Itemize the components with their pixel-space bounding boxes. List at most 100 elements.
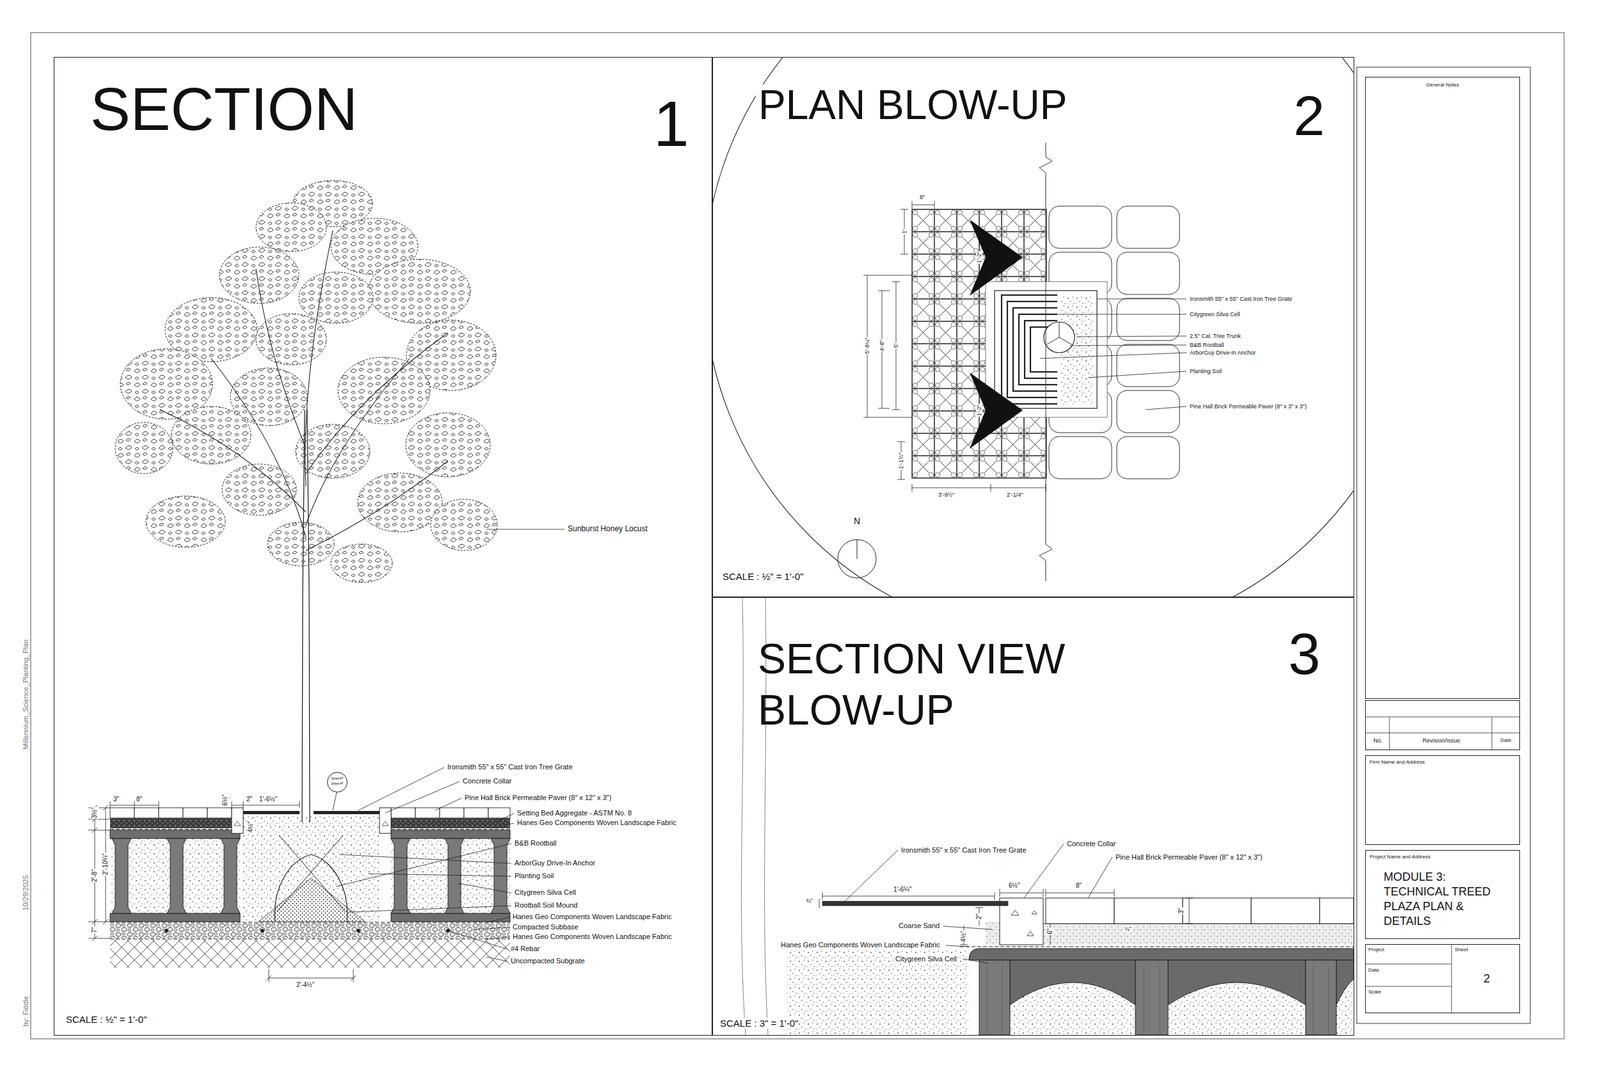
section-ground (183, 807, 208, 818)
detail-ref: Detail #? (327, 777, 347, 781)
callout-label: B&B Rootball (1189, 341, 1225, 349)
dimension-line (266, 968, 356, 982)
tree-canopy (298, 272, 374, 324)
dimension-label: 2" (975, 912, 984, 920)
chevron-symbol (969, 372, 1023, 449)
dimension-label: 1' (901, 229, 908, 235)
leader-line (486, 529, 565, 530)
dimension-label: 4½" (247, 820, 255, 833)
section-ground (391, 817, 511, 829)
panel-number: 3 (1288, 625, 1321, 683)
tree-canopy (256, 202, 327, 252)
dimension-label: 1'-1½" (897, 451, 905, 470)
callout-label: Rootball Soil Mound (513, 901, 578, 910)
callout-label: Pine Hall Brick Permeable Paver (8" x 12… (464, 793, 612, 802)
sheet-frame (1356, 67, 1531, 1024)
revision-table: No.Revision/IssueDate (1365, 700, 1520, 751)
dimension-label: 7" (90, 926, 99, 934)
section-ground (464, 807, 489, 818)
dimension-line (999, 888, 1044, 897)
dimension-label: 3½" (90, 806, 99, 819)
section-detail (968, 948, 1354, 960)
callout-label: Citygreen Silva Cell (513, 888, 577, 897)
section-ground (110, 830, 240, 839)
section-ground (415, 807, 440, 818)
section-ground (164, 928, 450, 933)
callout-label: Uncompacted Subgrate (510, 956, 586, 966)
panel-title: SECTION VIEW BLOW-UP (757, 632, 1117, 736)
dimension-label: 2'-8" (90, 868, 99, 883)
section-ground (110, 807, 511, 968)
dimension-label: 4'-8" (878, 339, 886, 352)
tree-canopy (267, 522, 335, 566)
dimension-label: 4½" (960, 929, 968, 943)
callout-label: B&B Rootball (513, 839, 557, 848)
sheet-frame (30, 32, 1565, 1039)
panel-number: 2 (1290, 87, 1328, 144)
tree-grate-plan (1045, 321, 1073, 345)
tree-grate-plan (1007, 301, 1058, 398)
tree-grate-plan (1018, 314, 1058, 385)
section-detail (1045, 897, 1115, 924)
section-ground (488, 807, 511, 818)
dimension-line (900, 209, 909, 255)
dimension-label: ¼" (1123, 925, 1133, 932)
section-ground (112, 838, 132, 914)
section-detail (1045, 897, 1354, 924)
detail-ref: Sheet #? (327, 782, 347, 786)
tree-canopy (295, 424, 370, 479)
callout-label: Ironsmith 55" x 55" Cast Iron Tree Grate (900, 846, 1028, 855)
dimension-line (1185, 897, 1193, 924)
callout-label: Hanes Geo Components Woven Landscape Fab… (512, 912, 673, 921)
dimension-label: 3'-9½" (937, 491, 955, 498)
tree-canopy (405, 412, 491, 477)
north-label: N (853, 515, 861, 527)
tree-trunk (160, 230, 448, 551)
project-box: Project Name and AddressMODULE 3: TECHNI… (1365, 849, 1520, 939)
scale-note: SCALE : 3" = 1'-0" (719, 1017, 799, 1029)
section-ground (110, 939, 511, 968)
paver-plan (1048, 436, 1112, 479)
section-ground (110, 829, 511, 940)
leader-line (1036, 298, 1187, 410)
section-detail (1135, 960, 1168, 1035)
paver-plan (1116, 298, 1180, 341)
section-ground (158, 807, 184, 818)
section-ground (439, 807, 464, 818)
dimension-line (912, 200, 935, 209)
dimension-line (819, 898, 820, 909)
section-detail (787, 949, 969, 1035)
tree-grate-plan (1001, 295, 1058, 404)
callout-label: Hanes Geo Components Woven Landscape Fab… (512, 932, 673, 941)
leader-line (1036, 298, 1187, 410)
callout-label: Coarse Sand (897, 921, 941, 930)
paver-plan (1116, 436, 1180, 479)
section-detail (1305, 960, 1337, 1035)
dimension-label: ¾" (805, 897, 814, 904)
project-title: MODULE 3: TECHNICAL TREED PLAZA PLAN & D… (1383, 869, 1503, 929)
field-label: Sheet (1454, 947, 1469, 953)
section-ground (260, 928, 265, 933)
panel-title: PLAN BLOW-UP (755, 84, 1071, 126)
scale-note: SCALE : ½" = 1'-0" (65, 1013, 148, 1025)
break-line (1039, 142, 1053, 582)
section-detail (1009, 960, 1354, 1005)
section-detail (979, 960, 1337, 1035)
section-ground (391, 913, 511, 922)
north-arrow (856, 539, 858, 559)
dimension-line (863, 200, 1046, 492)
section-detail (960, 946, 1354, 948)
dimension-line (912, 483, 1046, 492)
section-detail (822, 901, 1008, 906)
dimension-line (878, 290, 890, 409)
dimension-line (88, 807, 111, 939)
dimension-label: 1'-6½" (258, 795, 278, 804)
section-ground (167, 838, 187, 914)
section-ground (220, 838, 240, 914)
paver-plan (1116, 252, 1180, 295)
callout-label: Pine Hall Brick Permeable Paver (8" x 3"… (1189, 403, 1308, 410)
break-line (1039, 142, 1053, 582)
tree-grate-plan (1024, 320, 1058, 379)
dimension-label: 1'-2" (976, 403, 983, 417)
firm-box: Firm Name and Address (1365, 755, 1520, 845)
